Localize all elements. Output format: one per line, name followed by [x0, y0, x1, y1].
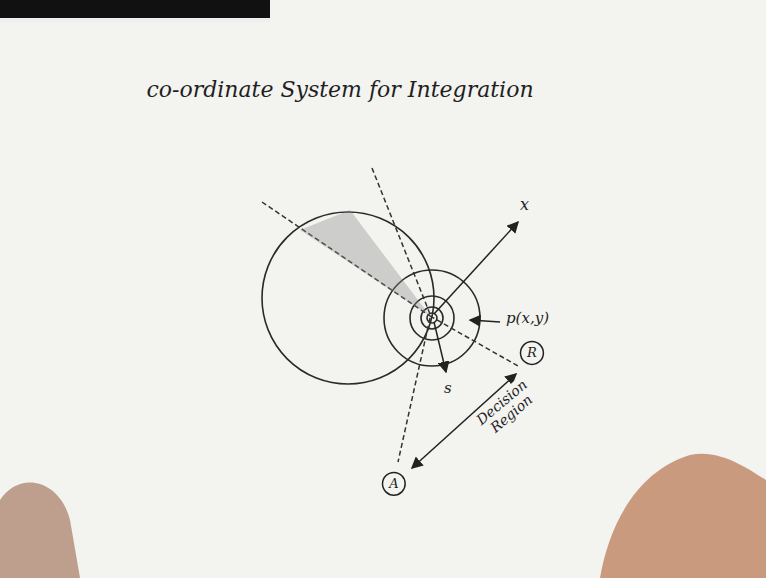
axis-label: x [520, 196, 529, 214]
callout-circle: R [519, 340, 545, 366]
callout-letter: R [527, 345, 537, 360]
circles [262, 212, 480, 384]
callout-circle: A [381, 471, 407, 497]
point-label: p(x,y) [506, 310, 549, 327]
title: co-ordinate System for Integration [146, 78, 533, 102]
top-bar-edge [0, 18, 270, 22]
callout-letter: A [389, 476, 398, 491]
hand [600, 454, 766, 578]
shaded-wedge [300, 210, 430, 316]
top-bar [0, 0, 270, 18]
region-label: Decision Region [470, 373, 545, 443]
vector-label: s [444, 380, 452, 397]
hand-left [0, 483, 80, 578]
